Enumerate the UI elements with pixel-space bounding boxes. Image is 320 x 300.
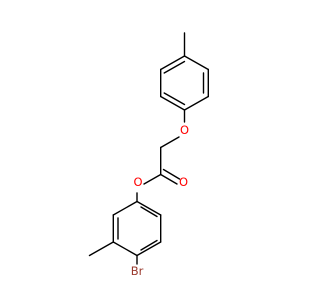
ring-bond bbox=[183, 55, 210, 71]
bond-lines bbox=[88, 32, 210, 265]
carbonyl-double-bond-b bbox=[162, 168, 181, 180]
structure-canvas: O O O Br bbox=[88, 32, 210, 278]
atom-label-carbonyl-oxygen: O bbox=[179, 175, 188, 189]
ring-bond bbox=[159, 55, 186, 71]
ring-double-bond bbox=[140, 206, 158, 218]
ring-bond bbox=[112, 241, 138, 257]
ring-bond bbox=[136, 200, 162, 216]
carbonyl-to-ester-o-bond bbox=[143, 173, 162, 185]
ring-double-bond bbox=[140, 239, 158, 251]
ring-double-bond bbox=[163, 92, 186, 106]
methyl-bottom-bond bbox=[88, 241, 115, 257]
atom-label-ether-oxygen: O bbox=[180, 123, 189, 137]
carbonyl-double-bond-a bbox=[159, 173, 178, 185]
atom-label-bromine: Br bbox=[131, 264, 144, 278]
atom-labels: O O O Br bbox=[131, 123, 189, 278]
atom-label-ester-oxygen: O bbox=[133, 175, 142, 189]
molecule-drawing: O O O Br bbox=[88, 32, 210, 278]
top-ring bbox=[159, 55, 210, 111]
ring-double-bond bbox=[163, 60, 186, 74]
ring-bond bbox=[112, 200, 138, 216]
ring-bond bbox=[136, 241, 162, 257]
ether-to-ch2-bond bbox=[159, 136, 180, 149]
ring-bond bbox=[159, 95, 186, 111]
ring-bond bbox=[183, 95, 210, 111]
bottom-ring bbox=[112, 200, 162, 257]
